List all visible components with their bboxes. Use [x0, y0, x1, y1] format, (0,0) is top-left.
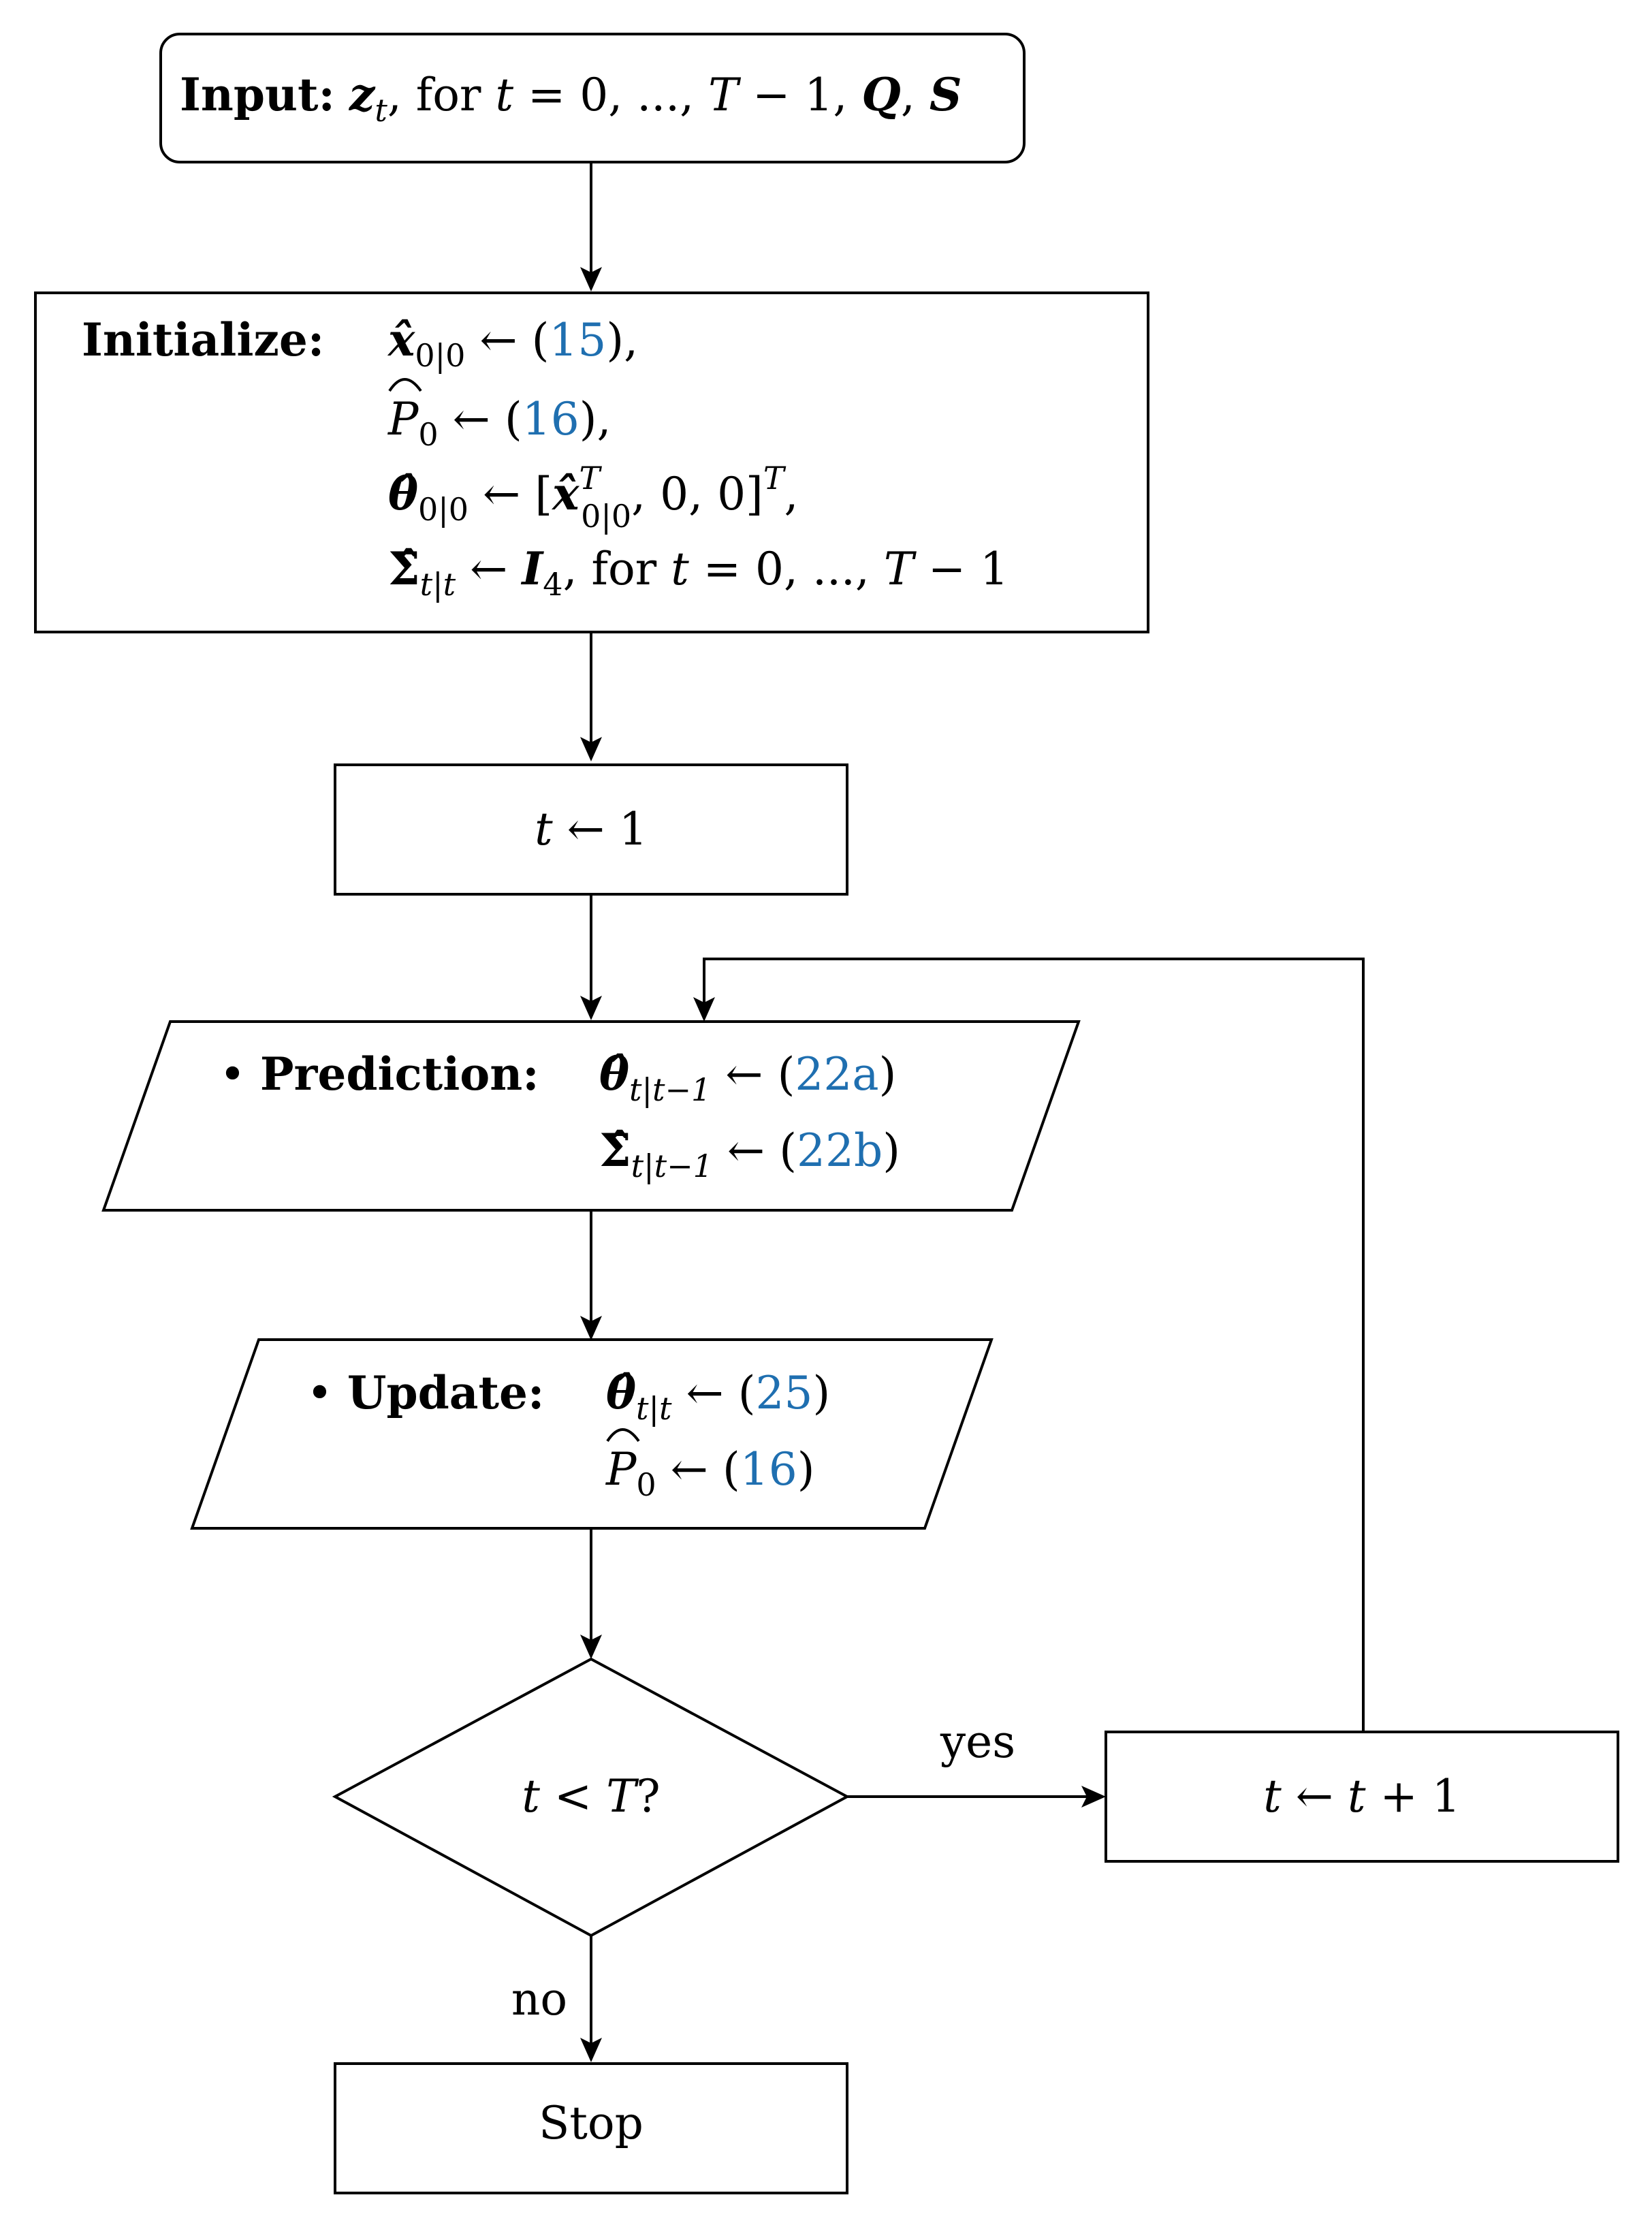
update-heading: • Update: — [306, 1366, 544, 1419]
arrow-decision-increment — [1081, 1786, 1106, 1808]
initialize-line-4: Σ̂t|t ← I4, for t = 0, ..., T − 1 — [388, 542, 1008, 603]
input-node: Input: zt, for t = 0, ..., T − 1, Q, S — [159, 33, 1026, 163]
stop-text: Stop — [539, 2097, 644, 2149]
initialize-node: Initialize: x̂0|0 ← (15), P0 ← (16), θ̂0… — [34, 291, 1149, 633]
hat-icon — [606, 1428, 640, 1442]
increment-box — [1105, 1731, 1619, 1863]
initialize-line-1: x̂0|0 ← (15), — [387, 313, 638, 374]
decision-diamond — [332, 1657, 851, 1938]
arrow-input-initialize — [580, 267, 602, 291]
prediction-line-1: θ̂t|t−1 ← (22a) — [599, 1047, 896, 1108]
hat-icon — [388, 378, 422, 392]
edge-increment-loop — [703, 958, 1365, 1732]
prediction-heading: • Prediction: — [219, 1047, 539, 1101]
edge-label-no: no — [511, 1973, 567, 2025]
stop-node: Stop — [334, 2062, 848, 2194]
arrow-decision-stop — [580, 2038, 602, 2062]
arrow-update-decision — [580, 1635, 602, 1659]
stop-box — [334, 2062, 848, 2194]
input-box — [159, 33, 1026, 163]
set-t-node: t ← 1 — [334, 763, 848, 896]
edge-label-yes: yes — [940, 1716, 1015, 1768]
update-line-1: θ̂t|t ← (25) — [606, 1366, 830, 1427]
set-t-box — [334, 763, 848, 896]
initialize-line-2: P0 ← (16), — [387, 393, 611, 453]
update-line-2: P0 ← (16) — [605, 1443, 814, 1503]
arrow-prediction-update — [580, 1316, 602, 1340]
initialize-box — [34, 291, 1149, 633]
prediction-box — [101, 1020, 1081, 1212]
increment-text: t ← t + 1 — [1263, 1770, 1461, 1823]
decision-node: t < T? — [332, 1657, 851, 1938]
update-node: • Update: θ̂t|t ← (25) P0 ← (16) — [190, 1338, 994, 1530]
initialize-heading: Initialize: — [82, 313, 324, 366]
prediction-node: • Prediction: θ̂t|t−1 ← (22a) Σ̂t|t−1 ← … — [101, 1020, 1081, 1212]
edges: yes no — [511, 162, 1365, 2062]
prediction-line-2: Σ̂t|t−1 ← (22b) — [599, 1124, 900, 1184]
decision-text: t < T? — [522, 1770, 660, 1823]
set-t-text: t ← 1 — [535, 803, 648, 855]
arrow-increment-loop — [693, 997, 715, 1022]
update-box — [190, 1338, 994, 1530]
increment-node: t ← t + 1 — [1105, 1731, 1619, 1863]
input-text: Input: zt, for t = 0, ..., T − 1, Q, S — [180, 68, 962, 129]
arrow-set-t-prediction — [580, 996, 602, 1020]
arrow-initialize-set-t — [580, 737, 602, 761]
